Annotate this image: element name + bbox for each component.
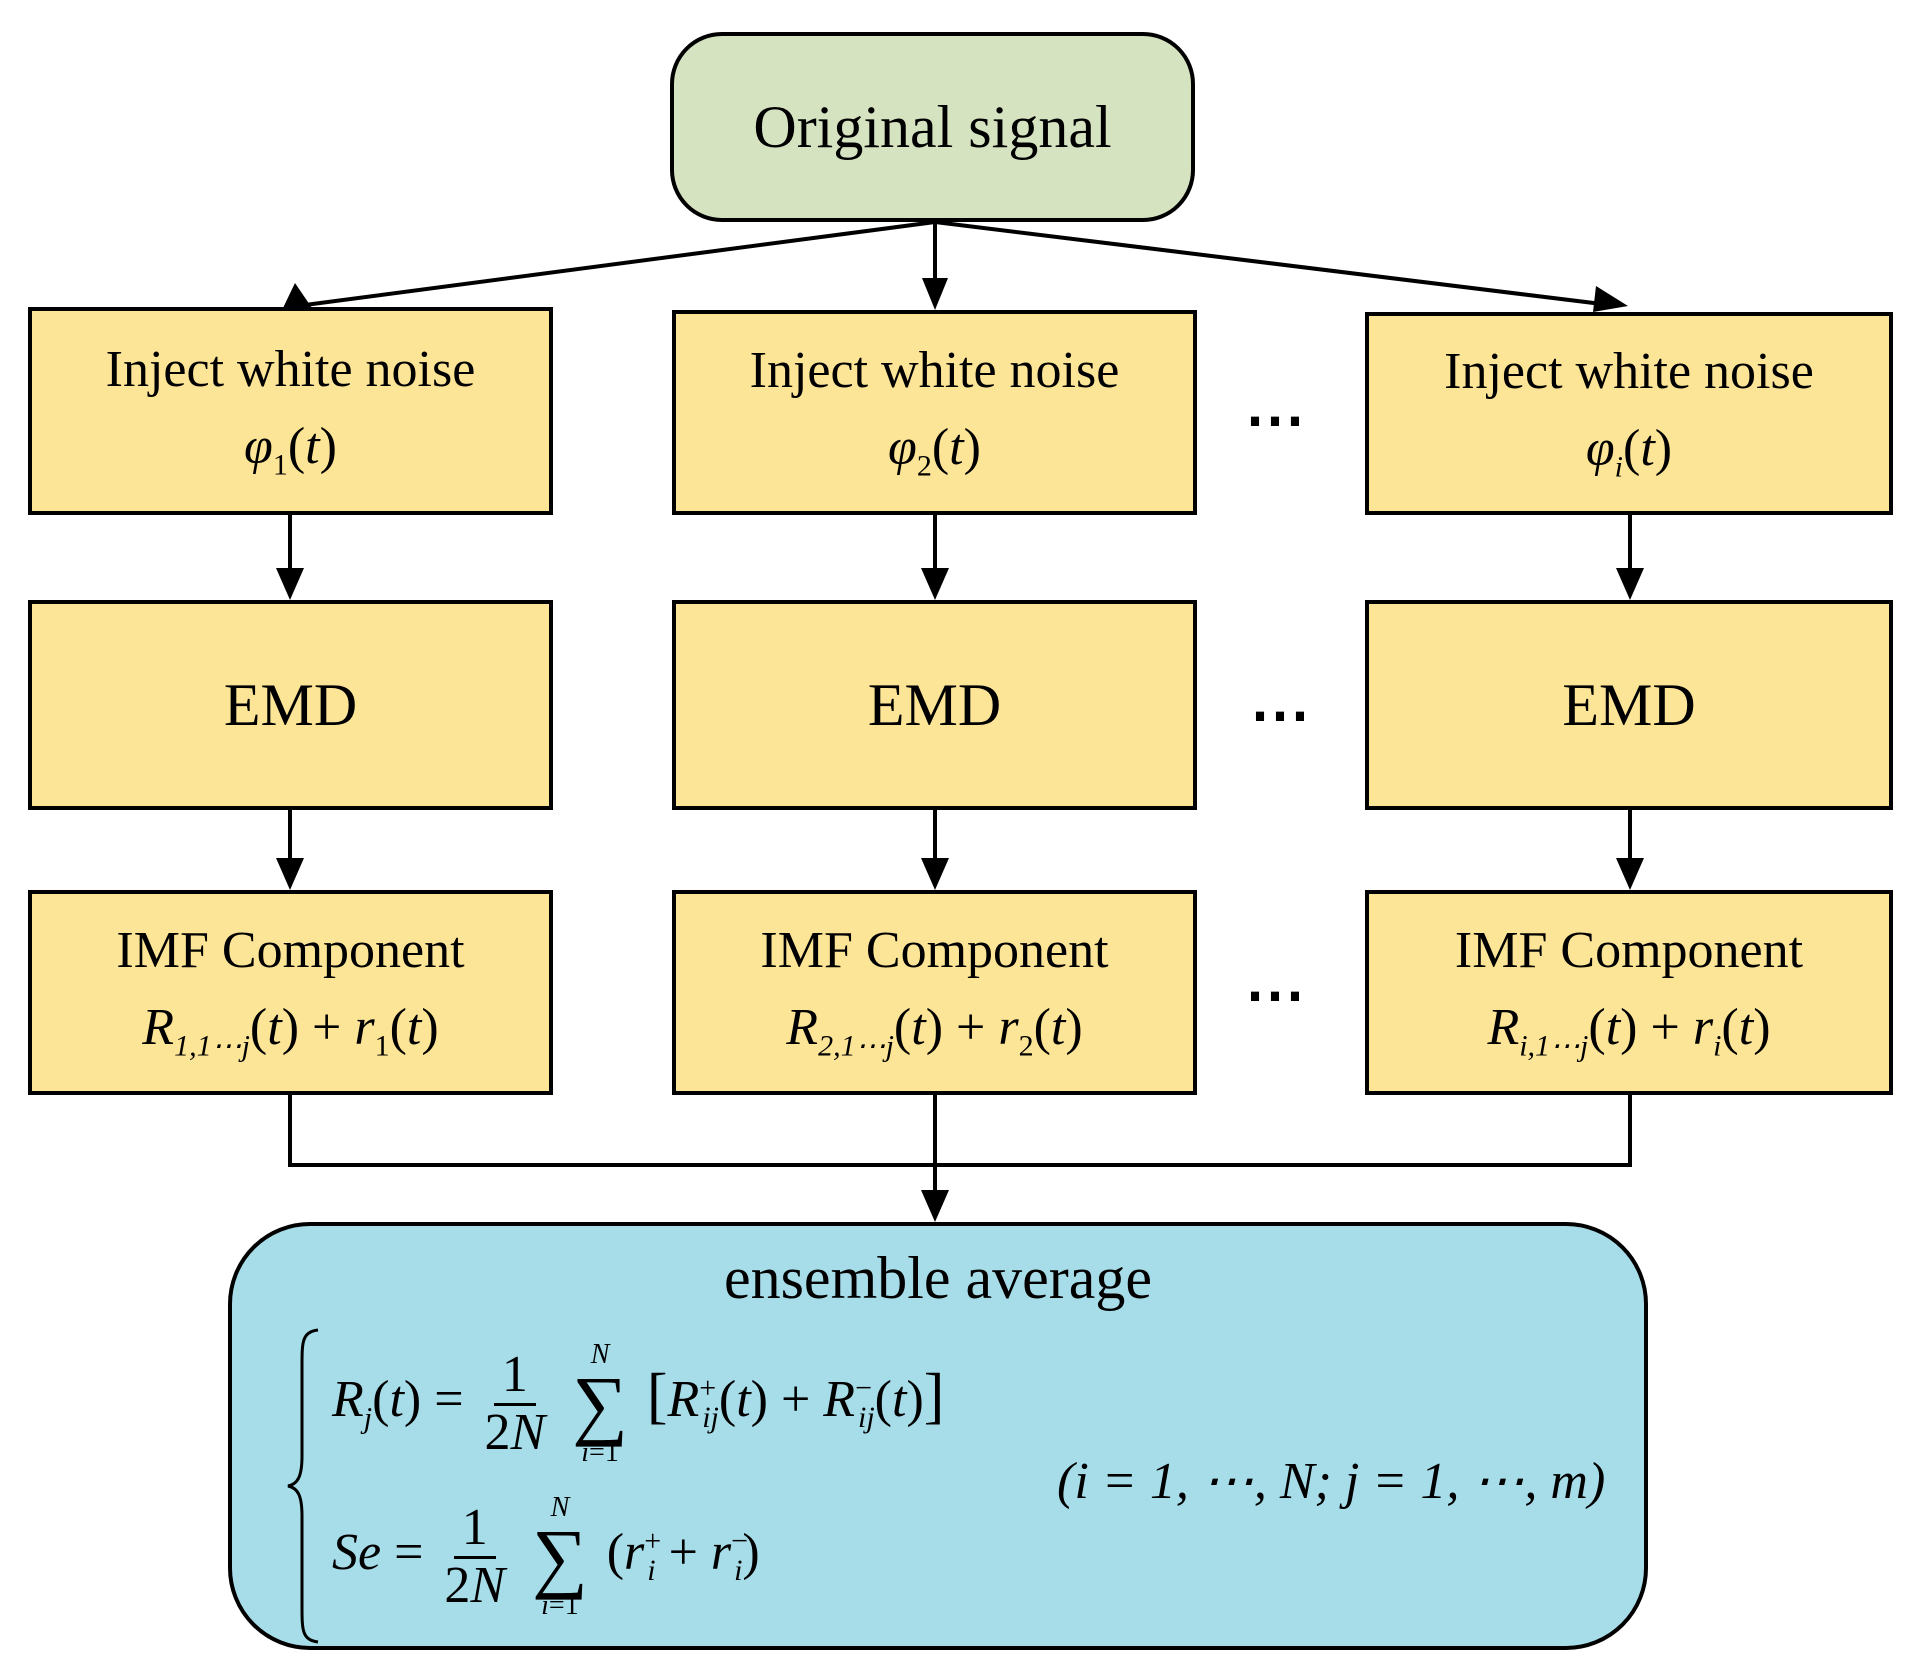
index-condition: (i = 1, ⋯, N; j = 1, ⋯, m): [1057, 1453, 1606, 1510]
imf-formula: Ri,1⋯j(t) + ri(t): [1487, 999, 1771, 1063]
ellipsis-row-1: ⋯: [1245, 387, 1309, 453]
arrowhead: [283, 283, 312, 308]
arrow-to-col3: [934, 220, 1611, 307]
imf-formula: R1,1⋯j(t) + r1(t): [142, 999, 439, 1063]
inject-noise-node-3: Inject white noise φi(t): [1365, 312, 1893, 515]
noise-formula: φ2(t): [888, 419, 981, 483]
inject-noise-label: Inject white noise: [105, 340, 476, 398]
emd-node-1: EMD: [28, 600, 553, 810]
imf-formula: R2,1⋯j(t) + r2(t): [786, 999, 1083, 1063]
imf-node-2: IMF Component R2,1⋯j(t) + r2(t): [672, 890, 1197, 1095]
imf-label: IMF Component: [1454, 922, 1804, 980]
imf-label: IMF Component: [116, 922, 465, 980]
inject-noise-node-2: Inject white noise φ2(t): [672, 310, 1197, 515]
inject-noise-node-1: Inject white noise φ1(t): [28, 307, 553, 515]
arrowhead: [1593, 286, 1628, 312]
noise-formula: φi(t): [1585, 420, 1673, 484]
emd-label: EMD: [867, 671, 1002, 738]
left-brace: [287, 1328, 319, 1644]
arrow-to-col1: [304, 220, 936, 307]
imf-node-1: IMF Component R1,1⋯j(t) + r1(t): [28, 890, 553, 1095]
arrowhead: [922, 278, 948, 310]
emd-label: EMD: [1562, 671, 1696, 738]
imf-node-3: IMF Component Ri,1⋯j(t) + ri(t): [1365, 890, 1893, 1095]
emd-node-3: EMD: [1365, 600, 1893, 810]
inject-noise-label: Inject white noise: [1444, 343, 1814, 401]
emd-label: EMD: [223, 671, 358, 738]
inject-noise-label: Inject white noise: [749, 342, 1120, 400]
ellipsis-row-2: ⋯: [1250, 682, 1314, 748]
ensemble-title: ensemble average: [723, 1245, 1153, 1311]
noise-formula: φ1(t): [244, 417, 337, 481]
ellipsis-row-3: ⋯: [1245, 962, 1309, 1028]
emd-node-2: EMD: [672, 600, 1197, 810]
imf-label: IMF Component: [760, 922, 1109, 980]
original-signal-label: Original signal: [753, 93, 1112, 160]
original-signal-node: Original signal: [670, 32, 1195, 222]
